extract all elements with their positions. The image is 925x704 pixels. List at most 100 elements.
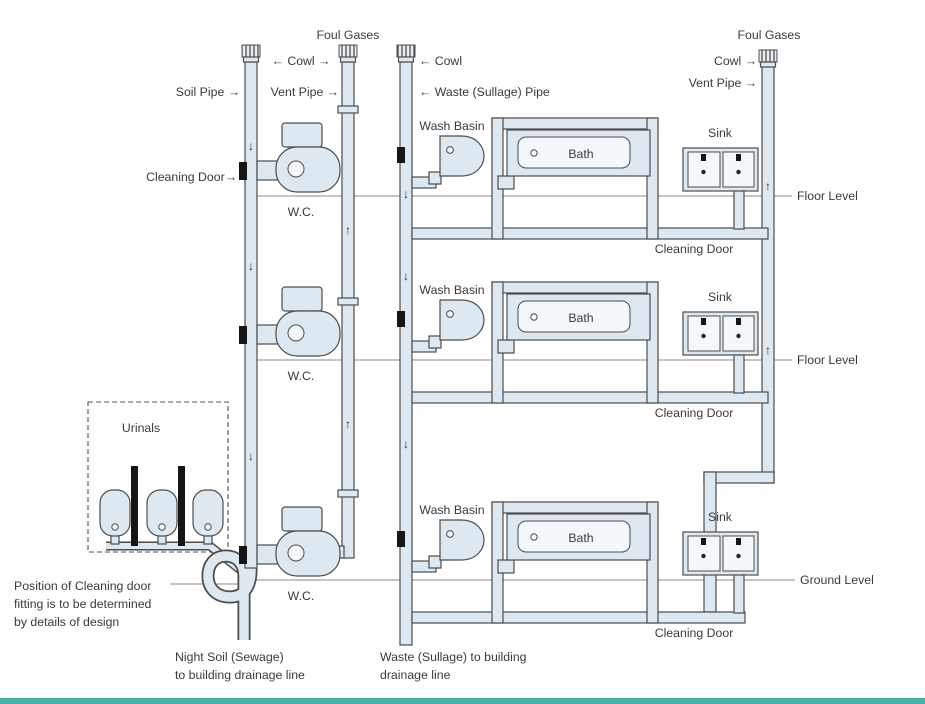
- basin-drain-hole: [446, 310, 454, 318]
- waste-bottom-label-line2: drainage line: [380, 668, 451, 682]
- waste-cowl-cap: [396, 44, 416, 58]
- sink-drain-right: [736, 333, 741, 339]
- sink-tap-right-icon: [736, 154, 741, 161]
- wc-bowl: [275, 530, 341, 577]
- vent-left-cowl-cap: [338, 44, 358, 58]
- wash-basin-label: Wash Basin: [419, 283, 484, 297]
- wc-bowl-opening: [287, 160, 305, 178]
- note-line-2: fitting is to be determined: [14, 597, 152, 611]
- vent-left-cowl-collar: [339, 56, 357, 63]
- wc-label: W.C.: [288, 589, 315, 603]
- urinal-bowl-3: [192, 489, 224, 537]
- vent-pipe-right-label: Vent Pipe →: [689, 76, 757, 90]
- cleaning-door-label: Cleaning Door: [655, 242, 734, 256]
- urinal-drain-hole-1: [111, 523, 119, 531]
- cowl-icon: [241, 44, 261, 63]
- waste-bottom-label-line1: Waste (Sullage) to building: [380, 650, 527, 664]
- bath-loop-top-pipe: [491, 501, 659, 514]
- wc-bowl-opening: [287, 324, 305, 342]
- sink-drain-pipe: [733, 574, 745, 614]
- waste-access-fitting: [397, 147, 405, 163]
- wash-basin-label: Wash Basin: [419, 119, 484, 133]
- cowl-mid-label: ← Cowl: [419, 54, 462, 68]
- urinal-bowl-1: [99, 489, 131, 537]
- left-labels: Cleaning Door→ Position of Cleaning door…: [14, 170, 237, 629]
- urinal-drain-hole-2: [158, 523, 166, 531]
- sink-tap-left-icon: [701, 154, 706, 161]
- vent-pipe-left-stack: [341, 61, 355, 559]
- soil-pipe-label: Soil Pipe →: [176, 85, 240, 99]
- sink-tap-left-icon: [701, 538, 706, 545]
- waste-pipe-label: ← Waste (Sullage) Pipe: [419, 85, 550, 99]
- sink-drain-pipe: [733, 354, 745, 394]
- cowl-right-label: Cowl →: [714, 54, 757, 68]
- soil-trap: [201, 549, 258, 640]
- vent-left-coupling-3: [337, 489, 359, 498]
- cowl-icon: [338, 44, 358, 63]
- waste-flow-down-icon: ↓: [403, 187, 409, 201]
- top-labels: Foul Gases Foul Gases ← Cowl → Soil Pipe…: [176, 28, 801, 99]
- basin-trap-stub: [428, 335, 442, 349]
- vent-left-coupling-2: [337, 297, 359, 306]
- bath-loop-right-pipe: [646, 281, 659, 404]
- wash-basin: [439, 519, 485, 561]
- basin-trap-stub: [428, 171, 442, 185]
- waste-flow-down-icon: ↓: [403, 437, 409, 451]
- vent-left-coupling-1: [337, 105, 359, 114]
- bath-drain-hole: [530, 533, 538, 541]
- stacks: [241, 44, 778, 646]
- vent-flow-up-icon: ↑: [345, 417, 351, 431]
- vent-right-flow-up-icon: ↑: [765, 179, 771, 193]
- sink-drain-right: [736, 169, 741, 175]
- wc-bowl-opening: [287, 544, 305, 562]
- urinals-area: Urinals: [87, 401, 247, 577]
- bath-label: Bath: [568, 147, 593, 161]
- soil-cleaning-door-fitting: [239, 546, 247, 564]
- sink-label: Sink: [708, 510, 733, 524]
- waste-cowl-collar: [397, 56, 415, 63]
- bath-label: Bath: [568, 531, 593, 545]
- floor-level-label-2: Floor Level: [797, 353, 858, 367]
- wc-bowl: [275, 146, 341, 193]
- drain-runs: [411, 227, 769, 624]
- urinal-flush-pipe-1: [131, 466, 138, 546]
- sink-label: Sink: [708, 290, 733, 304]
- cleaning-door-pointer-label: Cleaning Door→: [146, 170, 237, 184]
- soil-flow-down-icon: ↓: [248, 139, 254, 153]
- vent-flow-up-icon: ↑: [345, 223, 351, 237]
- cleaning-door-label: Cleaning Door: [655, 406, 734, 420]
- bath-outlet: [497, 175, 515, 190]
- bath-drain-hole: [530, 149, 538, 157]
- night-soil-label-line2: to building drainage line: [175, 668, 305, 682]
- bath-tub: [517, 136, 631, 169]
- vent-right-flow-up-icon: ↑: [765, 343, 771, 357]
- sink-tap-right-icon: [736, 318, 741, 325]
- bath-tub: [517, 520, 631, 553]
- wc-bowl: [275, 310, 341, 357]
- foul-gases-left-label: Foul Gases: [317, 28, 380, 42]
- wash-basin: [439, 135, 485, 177]
- soil-cleaning-door-fitting: [239, 326, 247, 344]
- vent-right-cowl-cap: [758, 49, 778, 63]
- bath-drain-hole: [530, 313, 538, 321]
- night-soil-label-line1: Night Soil (Sewage): [175, 650, 284, 664]
- bath-loop-top-pipe: [491, 117, 659, 130]
- floor-level-label-1: Floor Level: [797, 189, 858, 203]
- sink-drain-left: [701, 333, 706, 339]
- urinal-flush-pipe-2: [178, 466, 185, 546]
- waste-flow-down-icon: ↓: [403, 269, 409, 283]
- vent-right-cowl-collar: [759, 61, 777, 68]
- floor-unit-2: Wash Basin Bath Sink W.C. Cleaning Door: [239, 281, 759, 420]
- bath-label: Bath: [568, 311, 593, 325]
- trap-pipe: [203, 551, 256, 640]
- drain-run-ground: [411, 611, 746, 624]
- basin-drain-hole: [446, 146, 454, 154]
- page-accent-bar: [0, 698, 925, 704]
- wc-cistern: [281, 122, 323, 148]
- note-line-3: by details of design: [14, 615, 119, 629]
- waste-access-fitting: [397, 531, 405, 547]
- wc-label: W.C.: [288, 205, 315, 219]
- waste-access-fitting: [397, 311, 405, 327]
